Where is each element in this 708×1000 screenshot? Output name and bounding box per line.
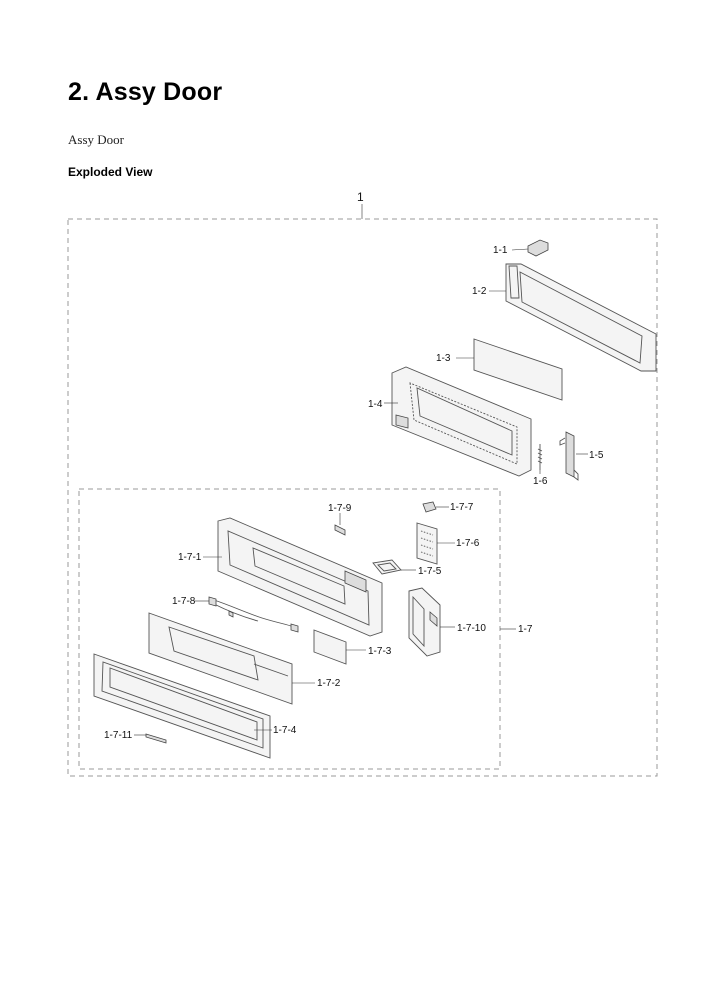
- label-1-7-4: 1-7-4: [273, 725, 297, 736]
- label-1-7-7: 1-7-7: [450, 502, 474, 513]
- part-1-7-1: [203, 517, 383, 637]
- label-1-7-3: 1-7-3: [368, 646, 392, 657]
- assembly-1-frame: [67, 218, 658, 777]
- part-1-2: [489, 263, 657, 372]
- part-1-1: [511, 239, 549, 257]
- page-title: 2. Assy Door: [68, 78, 223, 106]
- part-1-7-3: [313, 629, 366, 665]
- section-title: Exploded View: [68, 165, 153, 179]
- part-1-7-8: [194, 596, 299, 633]
- part-1-7-7: [422, 501, 449, 513]
- label-1-7: 1-7: [518, 624, 533, 635]
- label-1-4: 1-4: [368, 399, 383, 410]
- part-1-5: [559, 431, 588, 481]
- part-1-7-5: [372, 559, 416, 575]
- label-1-7-11: 1-7-11: [104, 730, 133, 741]
- label-1-3: 1-3: [436, 353, 451, 364]
- label-1-7-10: 1-7-10: [457, 623, 486, 634]
- label-1-6: 1-6: [533, 476, 548, 487]
- label-1: 1: [357, 190, 364, 204]
- part-1-4: [384, 366, 532, 477]
- label-1-2: 1-2: [472, 286, 487, 297]
- label-1-7-8: 1-7-8: [172, 596, 196, 607]
- label-1-7-6: 1-7-6: [456, 538, 480, 549]
- label-1-7-9: 1-7-9: [328, 503, 352, 514]
- part-1-7-9: [334, 513, 346, 536]
- part-1-7-4: [93, 653, 272, 759]
- part-1-7-2: [148, 612, 315, 705]
- part-1-7-6: [416, 522, 455, 565]
- label-1-7-5: 1-7-5: [418, 566, 442, 577]
- label-1-5: 1-5: [589, 450, 604, 461]
- label-1-7-2: 1-7-2: [317, 678, 341, 689]
- part-1-3: [456, 338, 563, 401]
- part-1-7-11: [134, 733, 167, 744]
- label-1-7-1: 1-7-1: [178, 552, 202, 563]
- page-subtitle: Assy Door: [68, 132, 124, 147]
- part-1-7-10: [408, 587, 455, 657]
- part-1-6: [537, 444, 543, 474]
- label-1-1: 1-1: [493, 245, 508, 256]
